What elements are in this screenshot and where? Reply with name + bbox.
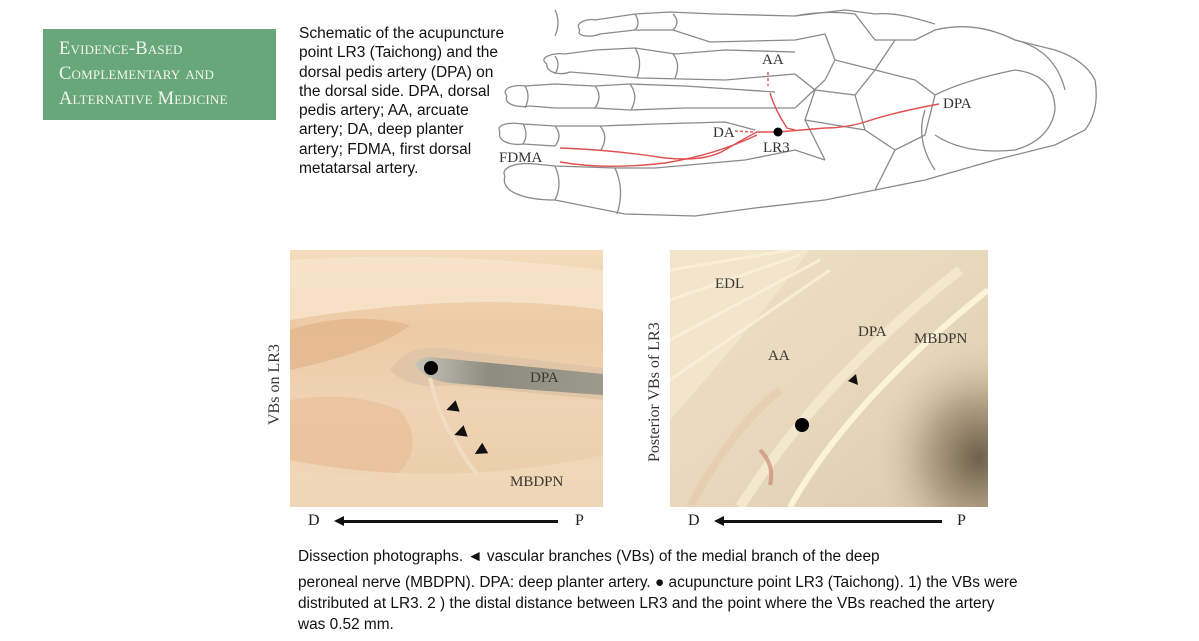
lr3-point-marker <box>773 127 783 137</box>
artery-da <box>734 130 754 133</box>
dissection-caption: Dissection photographs. ◄ vascular branc… <box>298 546 1018 635</box>
artery-dpa <box>777 103 940 133</box>
vb-arrowhead-icon <box>848 374 858 385</box>
photo2-axis-proximal: P <box>957 512 966 529</box>
photo2-label-edl: EDL <box>715 276 744 292</box>
arrow-left-icon <box>334 516 344 526</box>
foot-bones <box>498 9 1097 217</box>
photo2-label-mbdpn: MBDPN <box>914 331 968 347</box>
label-fdma: FDMA <box>499 150 543 166</box>
vb-arrowhead-icon <box>454 425 468 437</box>
artery-fdma-upper <box>559 131 778 160</box>
caption-line-1: Dissection photographs. ◄ vascular branc… <box>298 548 880 565</box>
vb-arrowhead-icon <box>446 400 460 412</box>
dpa-vessel <box>415 357 603 395</box>
logo-line: Alternative Medicine <box>59 89 228 109</box>
vb-arrowhead-icon <box>474 442 489 454</box>
arrow-left-icon <box>714 516 724 526</box>
foot-schematic: AA DPA DA LR3 FDMA <box>495 0 1105 225</box>
photo1-label-mbdpn: MBDPN <box>510 474 564 490</box>
artery-aa <box>769 92 796 131</box>
dpa-vessel <box>735 266 964 507</box>
dissection-photo-2: EDL AA DPA MBDPN <box>670 250 988 507</box>
photo1-axis-arrow <box>340 520 558 523</box>
photo2-label-aa: AA <box>768 348 790 364</box>
caption-body: peroneal nerve (MBDPN). DPA: deep plante… <box>298 574 1018 633</box>
photo2-axis-distal: D <box>688 512 700 529</box>
label-lr3: LR3 <box>763 140 790 156</box>
lr3-point-marker <box>795 418 809 432</box>
photo1-label-dpa: DPA <box>530 370 559 386</box>
label-da: DA <box>713 125 735 141</box>
artery-fdma-lower <box>559 134 758 167</box>
arteries <box>559 72 940 167</box>
logo-line: Complementary and <box>59 64 215 84</box>
mbdpn-branch <box>428 377 480 477</box>
logo-line: Evidence-Based <box>59 39 183 59</box>
label-dpa: DPA <box>943 96 972 112</box>
photo1-axis-distal: D <box>308 512 320 529</box>
photo2-side-label: Posterior VBs of LR3 <box>646 322 663 462</box>
photo2-label-dpa: DPA <box>858 324 887 340</box>
photo1-axis-proximal: P <box>575 512 584 529</box>
foot-bones-drawing: AA DPA DA LR3 FDMA <box>498 9 1097 217</box>
dissection-photo-1: DPA MBDPN <box>290 250 603 507</box>
mbdpn-nerve <box>787 287 988 507</box>
photo1-image: DPA MBDPN <box>290 250 603 507</box>
photo2-axis-arrow <box>720 520 942 523</box>
schematic-caption: Schematic of the acupuncture point LR3 (… <box>299 25 505 178</box>
label-aa: AA <box>762 52 784 68</box>
photo2-image: EDL AA DPA MBDPN <box>670 250 988 507</box>
lr3-point-marker <box>424 361 438 375</box>
photo1-side-label: VBs on LR3 <box>266 344 283 425</box>
journal-logo: Evidence-Based Complementary and Alterna… <box>43 29 276 120</box>
